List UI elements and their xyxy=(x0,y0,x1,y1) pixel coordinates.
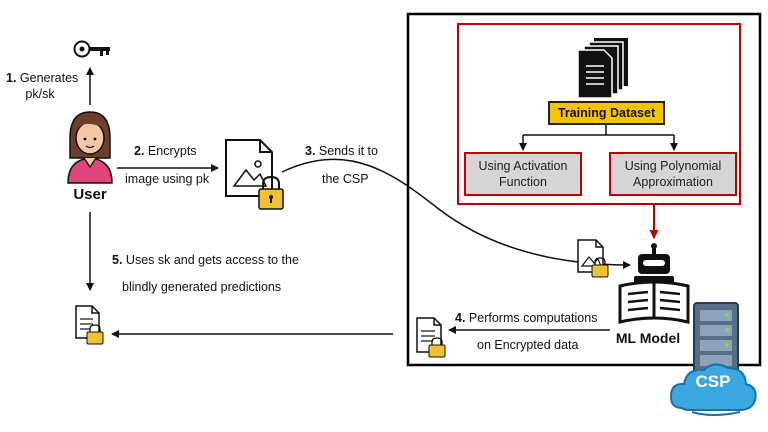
step3-label-line2: the CSP xyxy=(322,172,369,186)
user-label: User xyxy=(73,186,107,203)
training-region-box xyxy=(457,23,741,205)
step4-label-line2: on Encrypted data xyxy=(477,338,579,352)
step3-text-line1: Sends it to xyxy=(318,144,378,158)
encrypted-image-icon xyxy=(225,139,273,197)
step3-number: 3. xyxy=(305,144,316,158)
step2-text-line1: Encrypts xyxy=(147,144,197,158)
arrow-image-to-ml-model xyxy=(281,158,631,269)
key-icon xyxy=(73,40,110,58)
option-polynomial-line2: Approximation xyxy=(633,175,713,189)
step3-label: 3. Sends it to xyxy=(305,144,378,160)
user-result-document-icon xyxy=(75,305,104,345)
option-activation-line2: Function xyxy=(499,175,547,189)
step5-label: 5. Uses sk and gets access to the xyxy=(112,253,299,269)
csp-label: CSP xyxy=(695,372,731,391)
step2-label: 2. Encrypts xyxy=(134,144,197,160)
step1-text-line2: pk/sk xyxy=(25,86,55,101)
step4-text-line1: Performs computations xyxy=(468,311,598,325)
step1-label: 1. Generates pk/sk xyxy=(6,71,78,102)
step4-number: 4. xyxy=(455,311,466,325)
ml-model-label: ML Model xyxy=(615,330,681,346)
step1-number: 1. xyxy=(6,71,17,85)
user-icon xyxy=(67,111,113,184)
padlock-icon xyxy=(258,175,284,210)
step1-text-line1: Generates xyxy=(19,71,79,85)
ml-model-robot-icon xyxy=(618,243,690,324)
option-polynomial-line1: Using Polynomial xyxy=(624,158,722,173)
step5-text-line1: Uses sk and gets access to the xyxy=(125,253,299,267)
csp-boundary-box xyxy=(406,12,762,367)
encrypted-result-icon xyxy=(416,317,446,358)
option-activation-line1: Using Activation xyxy=(478,158,568,173)
option-polynomial-box: Using Polynomial Approximation xyxy=(609,152,737,196)
small-encrypted-image-icon xyxy=(577,239,609,278)
training-dataset-box: Training Dataset xyxy=(548,101,665,125)
step2-number: 2. xyxy=(134,144,145,158)
option-activation-box: Using Activation Function xyxy=(464,152,582,196)
documents-stack-icon xyxy=(577,38,628,99)
step2-label-line2: image using pk xyxy=(125,172,210,186)
server-icon xyxy=(693,302,739,376)
step5-number: 5. xyxy=(112,253,123,267)
step4-label: 4. Performs computations xyxy=(455,311,597,327)
step5-label-line2: blindly generated predictions xyxy=(122,280,282,294)
cloud-icon xyxy=(669,363,757,416)
